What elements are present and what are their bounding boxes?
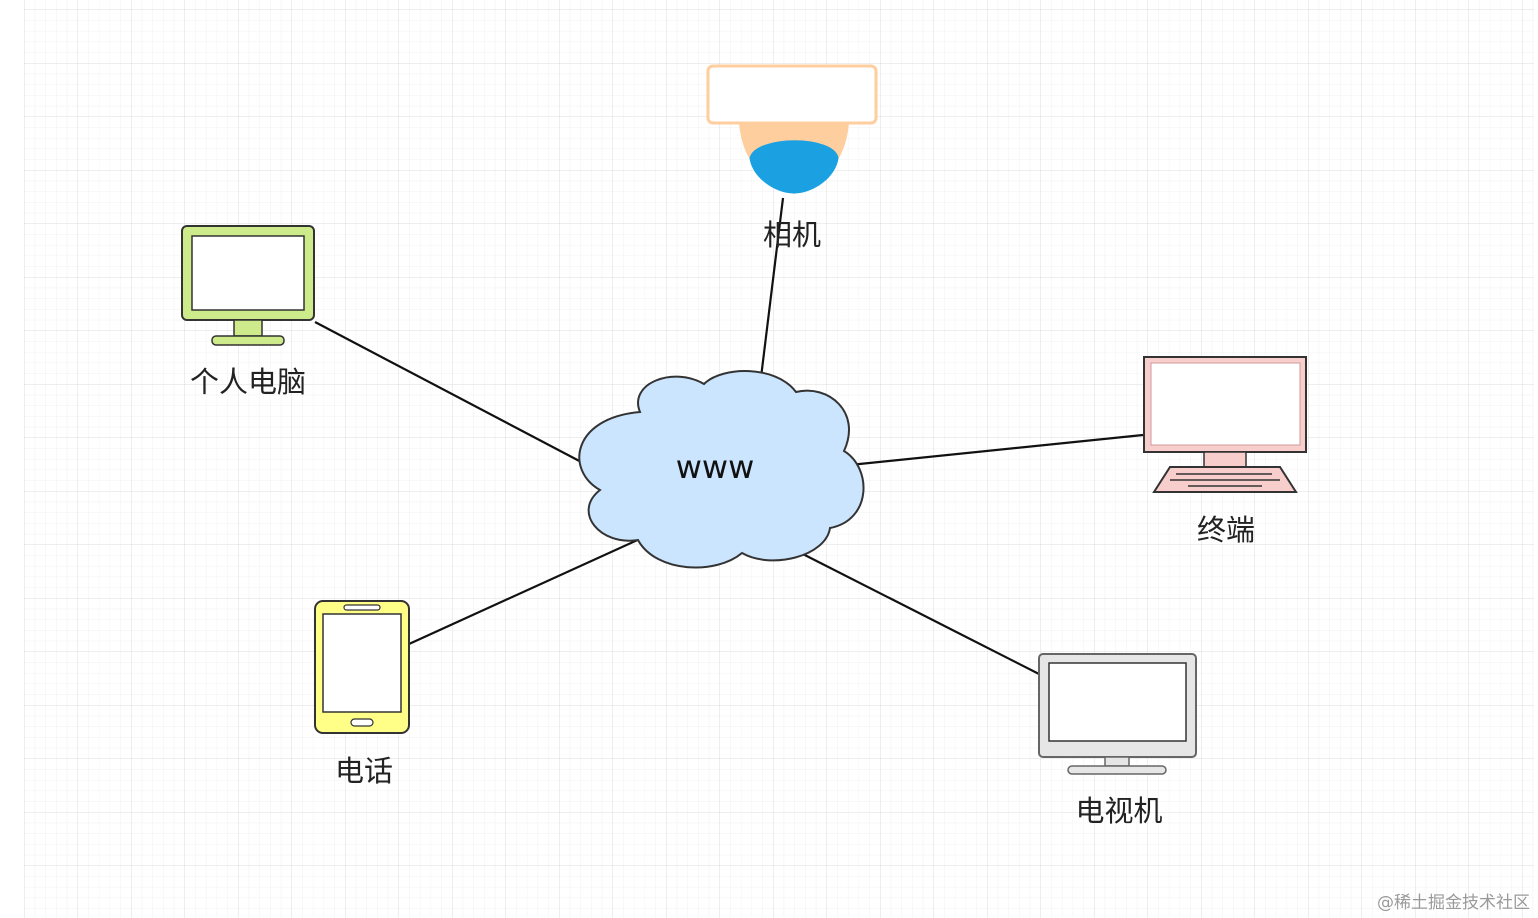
link-terminal (839, 433, 1144, 468)
terminal-label: 终端 (1197, 513, 1255, 547)
terminal-node[interactable]: 终端 (1143, 356, 1307, 547)
phone-icon (314, 600, 410, 734)
camera-label: 相机 (763, 218, 821, 252)
watermark: @稀土掘金技术社区 (1377, 893, 1530, 913)
tv-node[interactable]: 电视机 (1038, 653, 1197, 828)
terminal-icon (1143, 356, 1307, 493)
pc-node[interactable]: 个人电脑 (181, 225, 315, 399)
link-pc (314, 321, 607, 476)
cloud-shape (578, 370, 865, 569)
link-tv (790, 547, 1040, 675)
phone-label: 电话 (335, 754, 393, 788)
link-camera (756, 197, 785, 403)
tv-icon (1038, 653, 1197, 775)
www-cloud[interactable]: www (578, 370, 865, 569)
link-phone (408, 530, 656, 646)
phone-node[interactable]: 电话 (314, 600, 410, 788)
camera-icon (706, 64, 878, 195)
tv-label: 电视机 (1075, 794, 1162, 828)
camera-node[interactable]: 相机 (706, 64, 878, 252)
pc-label: 个人电脑 (190, 365, 306, 399)
monitor-icon (181, 225, 315, 346)
cloud-label: www (676, 448, 755, 486)
connections (314, 197, 1144, 675)
